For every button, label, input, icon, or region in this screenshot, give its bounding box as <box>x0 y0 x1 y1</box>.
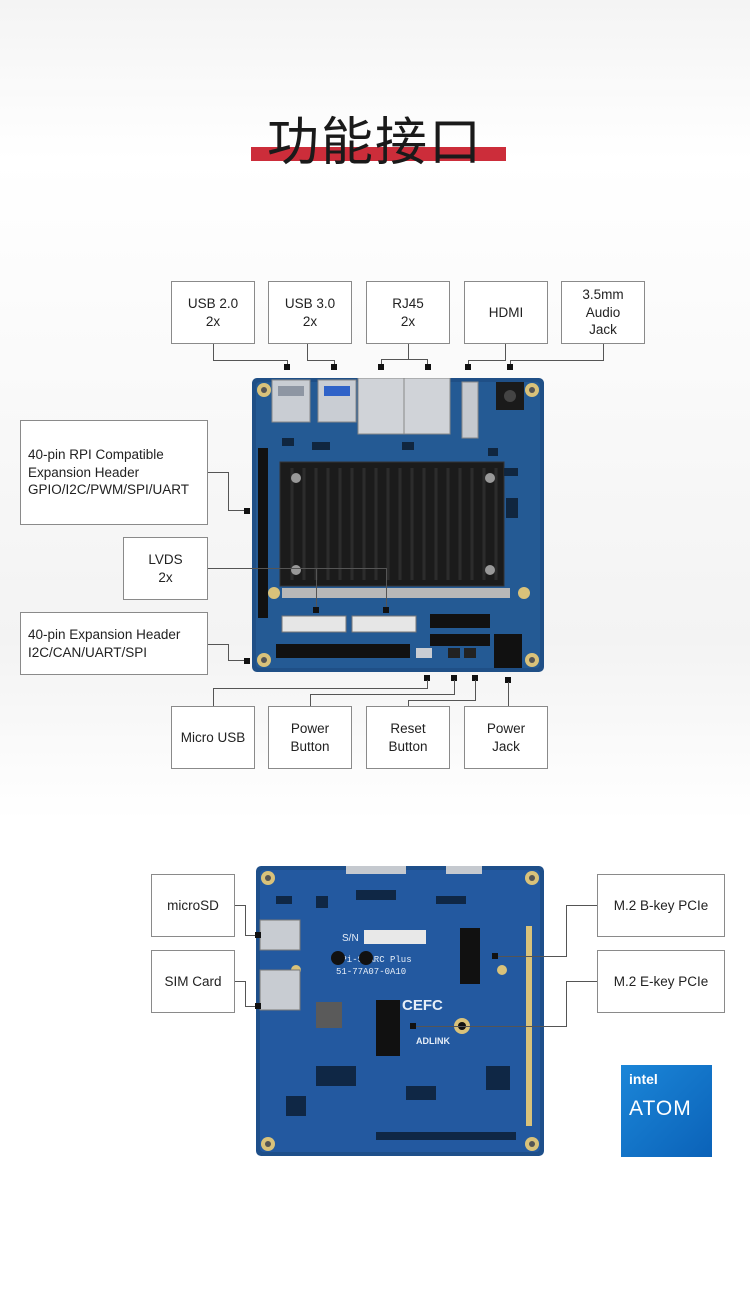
audio-marker <box>507 364 513 370</box>
svg-text:ADLINK: ADLINK <box>416 1036 450 1046</box>
board-back-image: S/N IPi-SMARC Plus 51-77A07-0A10 CEFC AD… <box>256 866 544 1156</box>
micro-usb-label: Micro USB <box>171 706 255 769</box>
micro-usb-marker <box>424 675 430 681</box>
usb20-marker <box>284 364 290 370</box>
power-button-label: Power Button <box>268 706 352 769</box>
lvds-marker-2 <box>383 607 389 613</box>
svg-text:51-77A07-0A10: 51-77A07-0A10 <box>336 967 406 977</box>
hdmi-label: HDMI <box>464 281 548 344</box>
atom-logo-text: ATOM <box>629 1097 692 1120</box>
svg-text:IPi-SMARC Plus: IPi-SMARC Plus <box>336 955 412 965</box>
page-title: 功能接口 <box>266 113 483 173</box>
microsd-marker <box>255 932 261 938</box>
microsd-label: microSD <box>151 874 235 937</box>
exp-header-label: 40-pin Expansion Header I2C/CAN/UART/SPI <box>20 612 208 675</box>
sim-card-label: SIM Card <box>151 950 235 1013</box>
rj45-label: RJ45 2x <box>366 281 450 344</box>
svg-text:S/N: S/N <box>342 933 359 944</box>
usb-3-0-label: USB 3.0 2x <box>268 281 352 344</box>
power-jack-label: Power Jack <box>464 706 548 769</box>
power-button-marker <box>451 675 457 681</box>
reset-button-label: Reset Button <box>366 706 450 769</box>
intel-logo-text: intel <box>629 1071 658 1087</box>
usb-2-0-label: USB 2.0 2x <box>171 281 255 344</box>
power-jack-marker <box>505 677 511 683</box>
m2-bkey-marker <box>492 953 498 959</box>
rj45-marker-2 <box>425 364 431 370</box>
audio-jack-label: 3.5mm Audio Jack <box>561 281 645 344</box>
board-front-image <box>252 378 544 672</box>
m2-ekey-marker <box>410 1023 416 1029</box>
rpi-header-label: 40-pin RPI Compatible Expansion Header G… <box>20 420 208 525</box>
reset-button-marker <box>472 675 478 681</box>
m2-ekey-label: M.2 E-key PCIe <box>597 950 725 1013</box>
hdmi-marker <box>465 364 471 370</box>
m2-bkey-label: M.2 B-key PCIe <box>597 874 725 937</box>
lvds-marker-1 <box>313 607 319 613</box>
rj45-marker-1 <box>378 364 384 370</box>
intel-atom-badge: intel ATOM <box>621 1065 712 1157</box>
rpi-header-marker <box>244 508 250 514</box>
svg-text:CEFC: CEFC <box>402 997 443 1014</box>
sim-marker <box>255 1003 261 1009</box>
exp-header-marker <box>244 658 250 664</box>
usb30-marker <box>331 364 337 370</box>
title-underline <box>251 147 506 161</box>
lvds-label: LVDS 2x <box>123 537 208 600</box>
